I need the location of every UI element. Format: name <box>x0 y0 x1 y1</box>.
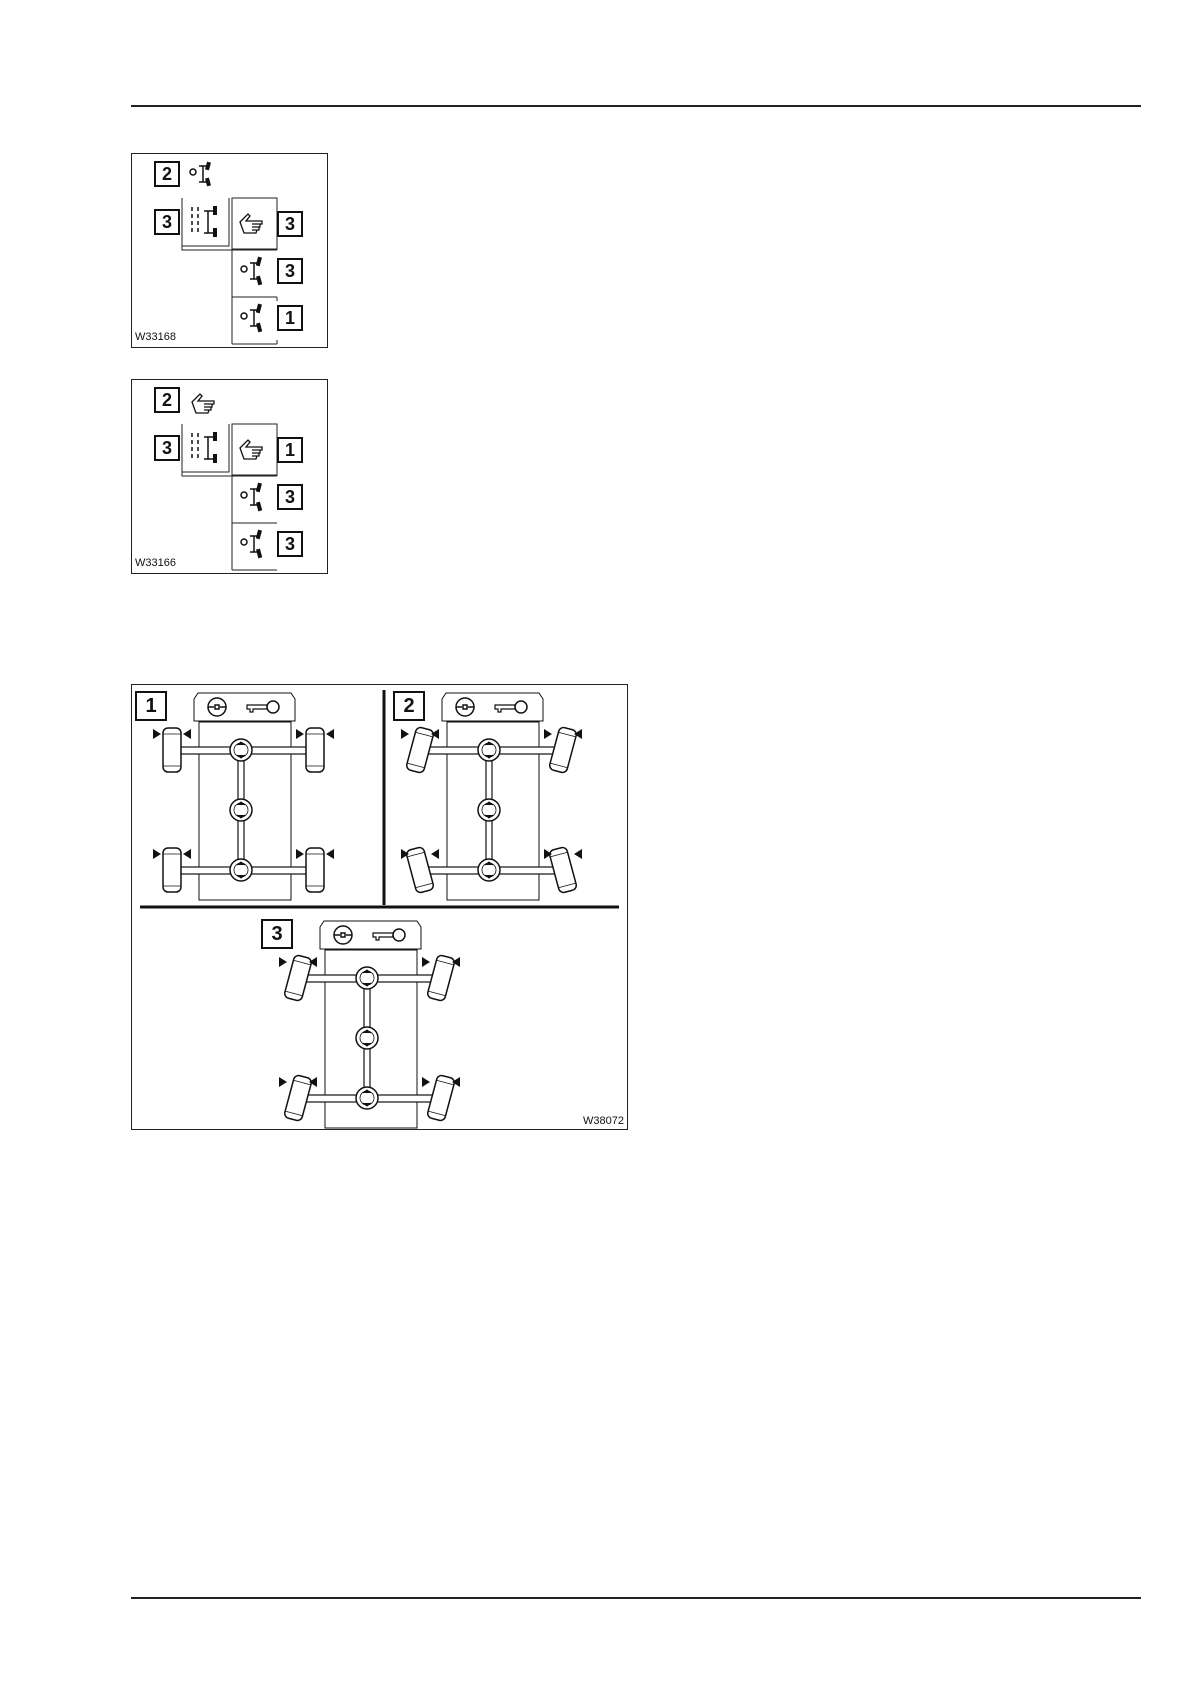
figure-w38072: 1 2 3 W38072 <box>131 684 628 1130</box>
left-number-box: 3 <box>154 435 180 461</box>
panel-2-all-wheel <box>401 693 582 900</box>
left-number-box: 3 <box>154 209 180 235</box>
panel-3-crab <box>279 921 460 1128</box>
wheel-front-right <box>306 728 324 772</box>
option-steering-icon-1 <box>241 257 262 286</box>
header-number-box: 2 <box>154 161 180 187</box>
wheel-rear-right <box>549 846 578 893</box>
wheel-front-right <box>427 954 456 1001</box>
option-number-box-3: 1 <box>277 305 303 331</box>
option-hand-icon <box>240 440 262 459</box>
wheel-rear-left <box>163 848 181 892</box>
option-steering-icon-2 <box>241 304 262 333</box>
panel-1-straight <box>153 693 334 900</box>
steering-figure-drawing <box>132 685 627 1129</box>
wheel-front-left <box>163 728 181 772</box>
option-number-box-1: 1 <box>277 437 303 463</box>
option-steering-icon-1 <box>241 483 262 512</box>
wheel-front-left <box>406 726 435 773</box>
left-axle-icon <box>192 206 217 237</box>
option-number-box-2: 3 <box>277 484 303 510</box>
figure-id: W33166 <box>135 557 176 569</box>
wheel-rear-left <box>284 1074 313 1121</box>
option-number-box-3: 3 <box>277 531 303 557</box>
header-steering-icon <box>190 162 211 187</box>
wheel-front-right <box>549 726 578 773</box>
wheel-rear-left <box>406 846 435 893</box>
figure-w33166: 2 3 1 3 3 W33166 <box>131 379 328 574</box>
panel-1-number-box: 1 <box>135 691 167 721</box>
panel-2-number-box: 2 <box>393 691 425 721</box>
wheel-rear-right <box>427 1074 456 1121</box>
header-hand-icon <box>192 394 214 413</box>
footer-rule <box>131 1597 1141 1599</box>
header-number-box: 2 <box>154 387 180 413</box>
option-number-box-2: 3 <box>277 258 303 284</box>
header-rule <box>131 105 1141 107</box>
panel-3-number-box: 3 <box>261 919 293 949</box>
figure-w33168: 2 3 3 3 1 W33168 <box>131 153 328 348</box>
figure-id: W38072 <box>583 1115 624 1127</box>
option-steering-icon-2 <box>241 530 262 559</box>
wheel-rear-right <box>306 848 324 892</box>
option-number-box-1: 3 <box>277 211 303 237</box>
option-hand-icon <box>240 214 262 233</box>
figure-id: W33168 <box>135 331 176 343</box>
left-axle-icon <box>192 432 217 463</box>
wheel-front-left <box>284 954 313 1001</box>
